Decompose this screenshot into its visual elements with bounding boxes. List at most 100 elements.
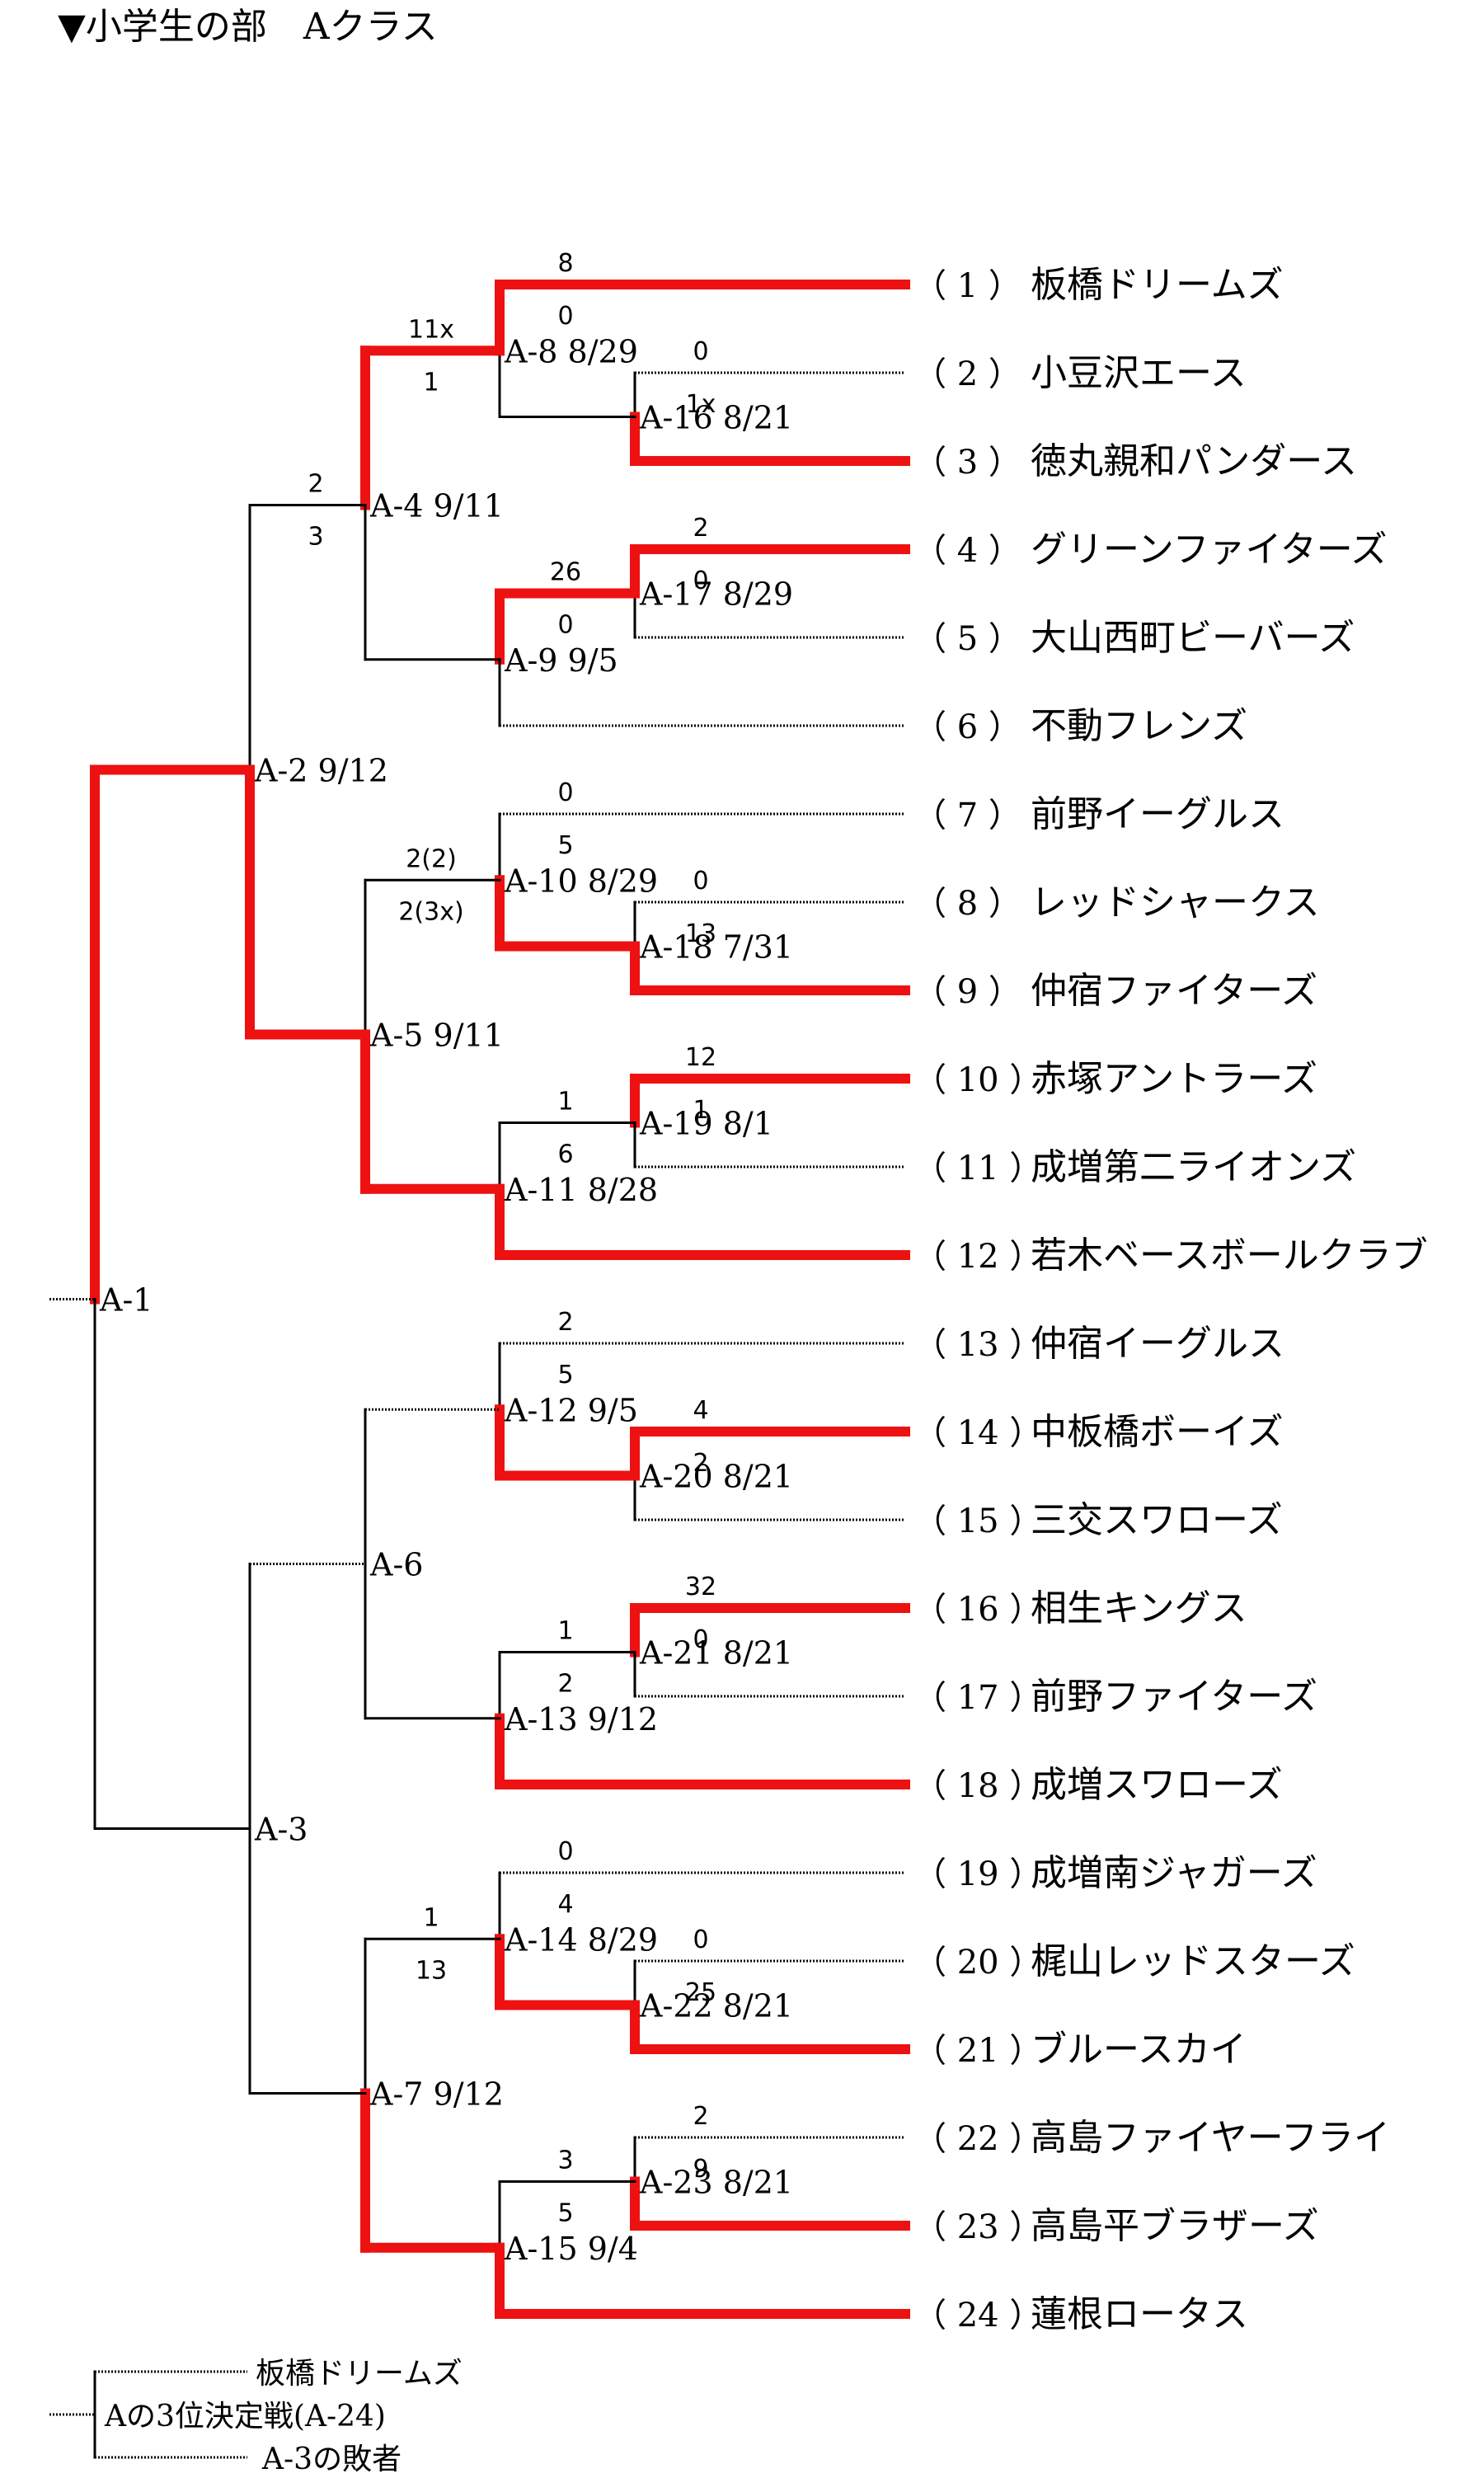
score-top: 1: [557, 1617, 573, 1646]
team-seed: （ 24 ）: [913, 2297, 1042, 2335]
game-label: A-1: [99, 1282, 153, 1319]
team-name: 仲宿イーグルス: [1031, 1323, 1284, 1365]
team-name: 板橋ドリームズ: [1031, 264, 1284, 306]
score-bottom: 0: [557, 302, 573, 331]
score-bottom: 5: [557, 2199, 573, 2228]
game-label: A-9 9/5: [504, 642, 618, 679]
team-name: 前野イーグルス: [1031, 793, 1284, 835]
team-name: 相生キングス: [1031, 1587, 1247, 1629]
team-name: 中板橋ボーイズ: [1031, 1411, 1284, 1453]
team-name: レッドシャークス: [1031, 882, 1320, 924]
game-label: A-8 8/29: [504, 333, 638, 369]
team-seed: （ 2 ）: [913, 355, 1021, 393]
score-top: 4: [693, 1396, 708, 1425]
game-label: A-20 8/21: [639, 1459, 793, 1495]
team-name: 大山西町ビーバーズ: [1031, 617, 1355, 659]
score-bottom: 1: [423, 368, 439, 397]
team-name: 赤塚アントラーズ: [1031, 1058, 1317, 1100]
game-label: A-22 8/21: [639, 1988, 793, 2024]
third-place-bottom-team: A-3の敗者: [261, 2443, 402, 2476]
score-bottom: 5: [557, 831, 573, 860]
score-bottom: 0: [693, 1625, 708, 1654]
game-label: A-12 9/5: [504, 1392, 638, 1428]
score-bottom: 4: [557, 1890, 573, 1919]
team-seed: （ 11 ）: [913, 1150, 1042, 1187]
team-name: 不動フレンズ: [1031, 705, 1247, 747]
score-top: 2(2): [406, 844, 457, 873]
score-top: 32: [685, 1573, 716, 1601]
score-top: 11x: [408, 315, 454, 344]
game-label: A-7 9/12: [369, 2076, 504, 2113]
score-bottom: 1: [693, 1096, 708, 1125]
score-bottom: 0: [693, 567, 708, 595]
score-top: 3: [557, 2147, 573, 2175]
score-bottom: 2: [693, 1449, 708, 1478]
team-seed: （ 20 ）: [913, 1944, 1042, 1982]
game-label: A-16 8/21: [639, 400, 793, 436]
team-name: 成増第二ライオンズ: [1031, 1146, 1356, 1188]
score-top: 26: [550, 558, 581, 587]
score-bottom: 2(3x): [398, 897, 463, 926]
team-seed: （ 17 ）: [913, 1679, 1042, 1717]
team-seed: （ 18 ）: [913, 1767, 1042, 1805]
page-title: ▼小学生の部 Aクラス: [58, 6, 438, 48]
game-label: A-5 9/11: [369, 1018, 504, 1054]
team-seed: （ 7 ）: [913, 797, 1021, 835]
team-name: 成増南ジャガーズ: [1031, 1852, 1317, 1894]
team-seed: （ 1 ）: [913, 267, 1021, 305]
score-bottom: 9: [693, 2155, 708, 2184]
game-label: A-17 8/29: [639, 576, 793, 613]
game-label: A-13 9/12: [504, 1701, 658, 1737]
team-name: グリーンファイターズ: [1031, 529, 1388, 571]
game-label: A-19 8/1: [639, 1106, 773, 1142]
team-seed: （ 4 ）: [913, 532, 1021, 570]
score-bottom: 2: [557, 1670, 573, 1699]
game-label: A-2 9/12: [254, 753, 388, 789]
team-name: 仲宿ファイターズ: [1031, 970, 1317, 1012]
game-label: A-11 8/28: [504, 1172, 658, 1208]
team-seed: （ 23 ）: [913, 2208, 1042, 2246]
team-seed: （ 14 ）: [913, 1414, 1042, 1452]
score-bottom: 3: [308, 523, 323, 552]
team-seed: （ 3 ）: [913, 444, 1021, 482]
team-seed: （ 21 ）: [913, 2032, 1042, 2070]
score-bottom: 13: [685, 919, 716, 948]
score-top: 8: [557, 249, 573, 278]
team-name: 前野ファイターズ: [1031, 1676, 1317, 1718]
third-place-label: Aの3位決定戦(A-24): [104, 2400, 386, 2433]
game-label: A-21 8/21: [639, 1635, 793, 1672]
team-seed: （ 5 ）: [913, 620, 1021, 658]
score-top: 2: [693, 514, 708, 543]
team-seed: （ 13 ）: [913, 1326, 1042, 1364]
score-top: 12: [685, 1043, 716, 1072]
team-name: ブルースカイ: [1031, 2029, 1247, 2071]
game-label: A-14 8/29: [504, 1921, 658, 1958]
game-label: A-6: [369, 1547, 423, 1583]
game-label: A-10 8/29: [504, 863, 658, 899]
team-name: 高島ファイヤーフライ: [1031, 2117, 1390, 2159]
game-label: A-3: [254, 1812, 308, 1848]
team-seed: （ 9 ）: [913, 973, 1021, 1011]
team-name: 高島平ブラザーズ: [1031, 2205, 1319, 2247]
team-seed: （ 12 ）: [913, 1238, 1042, 1276]
score-top: 2: [693, 2102, 708, 2131]
team-name: 三交スワローズ: [1031, 1499, 1283, 1541]
score-top: 0: [693, 867, 708, 896]
score-top: 2: [308, 470, 323, 499]
game-label: A-23 8/21: [639, 2165, 793, 2201]
score-bottom: 5: [557, 1361, 573, 1389]
score-top: 0: [557, 778, 573, 807]
team-seed: （ 6 ）: [913, 708, 1021, 746]
score-bottom: 13: [416, 1956, 447, 1985]
game-label: A-4 9/11: [369, 488, 504, 524]
score-top: 1: [557, 1088, 573, 1117]
game-label: A-18 7/31: [639, 929, 793, 966]
team-seed: （ 15 ）: [913, 1502, 1042, 1540]
team-name: 蓮根ロータス: [1031, 2293, 1248, 2335]
score-top: 0: [693, 337, 708, 366]
score-top: 0: [557, 1837, 573, 1866]
bracket-lines: [49, 280, 910, 2459]
team-seed: （ 10 ）: [913, 1061, 1042, 1099]
score-bottom: 25: [685, 1978, 716, 2007]
